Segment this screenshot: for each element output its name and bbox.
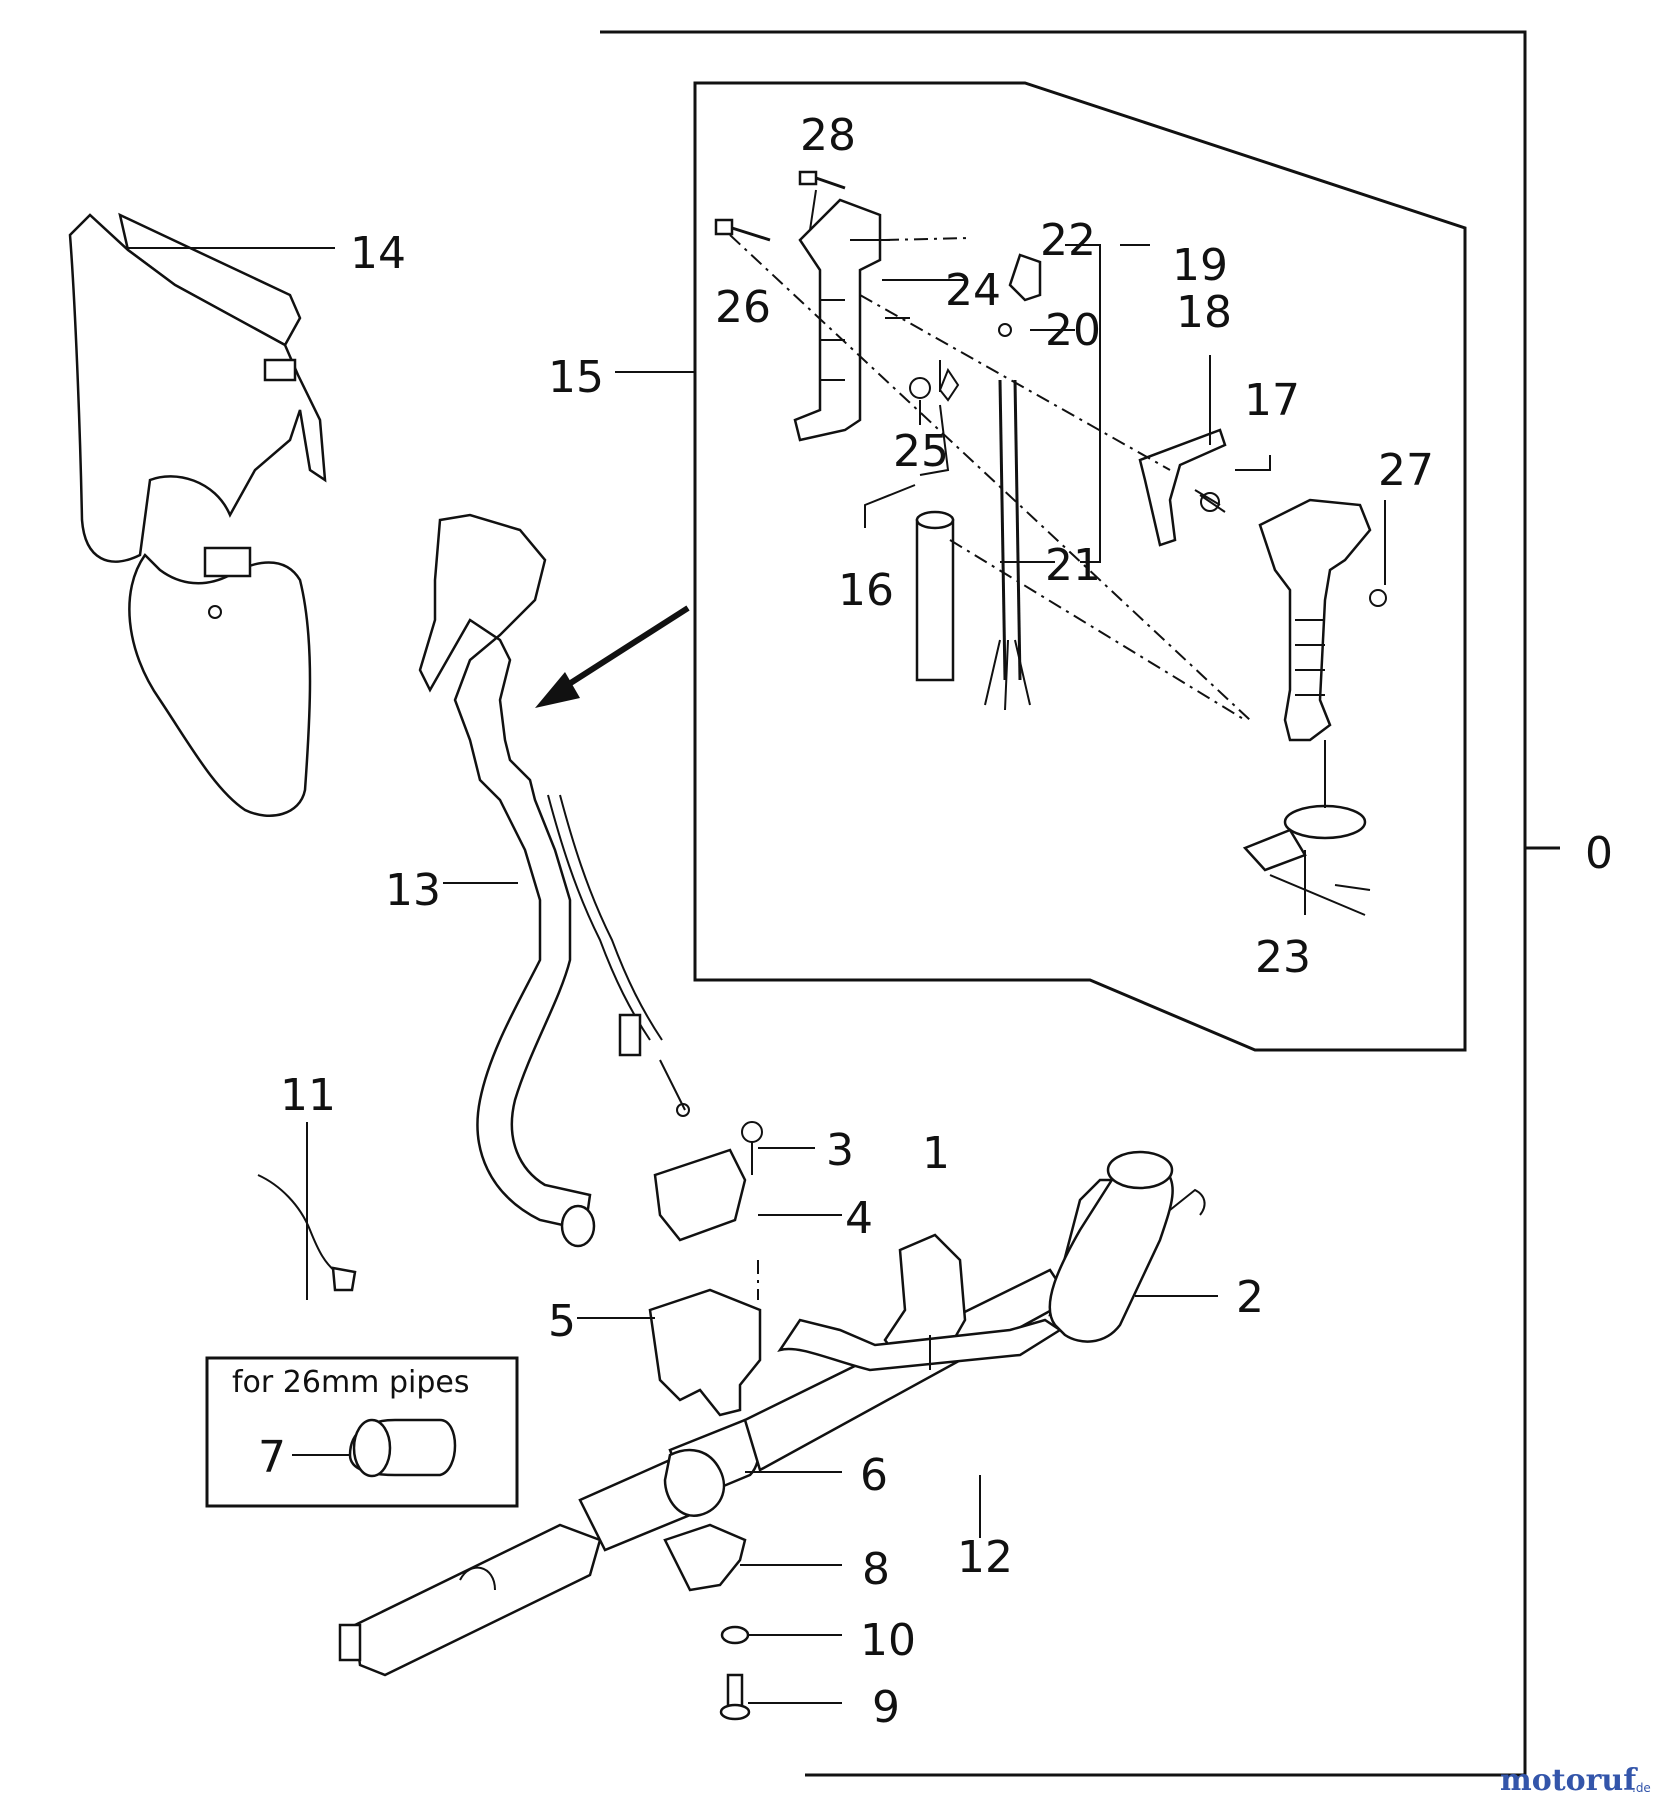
part-label-12: 12 (957, 1532, 1013, 1583)
part-label-11: 11 (280, 1070, 336, 1121)
watermark-suffix: .de (1632, 1781, 1651, 1795)
part-label-3: 3 (826, 1125, 854, 1176)
pointer-arrow (535, 605, 690, 708)
part-label-6: 6 (860, 1450, 888, 1501)
part-label-10: 10 (860, 1615, 916, 1666)
inset-parts-drawing (714, 170, 1387, 891)
part-label-9: 9 (872, 1682, 900, 1733)
part-label-19: 19 (1172, 240, 1228, 291)
watermark-brand: motoruf (1500, 1763, 1638, 1798)
part-label-27: 27 (1378, 445, 1434, 496)
harness-drawing (68, 212, 327, 817)
leader-lines (125, 189, 1386, 1704)
part-labels: 0 1 2 3 4 5 6 7 8 9 10 11 12 13 14 15 16… (258, 110, 1613, 1733)
part-label-16: 16 (838, 565, 894, 616)
part-label-28: 28 (800, 110, 856, 161)
note-box-label: for 26mm pipes (232, 1365, 469, 1400)
note-box (205, 1356, 519, 1508)
inset-frame-15 (693, 81, 1467, 1052)
part-label-22: 22 (1040, 215, 1096, 266)
part-label-5: 5 (548, 1296, 576, 1347)
part-label-17: 17 (1244, 375, 1300, 426)
part-label-21: 21 (1045, 540, 1101, 591)
handle-13-drawing (418, 513, 690, 1248)
part-label-0: 0 (1585, 828, 1613, 879)
part-label-15: 15 (548, 352, 604, 403)
part-label-1: 1 (922, 1128, 950, 1179)
part-label-23: 23 (1255, 932, 1311, 983)
part-label-25: 25 (893, 426, 949, 477)
part-label-18: 18 (1176, 287, 1232, 338)
assembly-bracket-0 (600, 30, 1560, 1777)
part-label-20: 20 (1045, 305, 1101, 356)
part-label-13: 13 (385, 865, 441, 916)
lower-assembly-drawing (257, 1121, 1206, 1721)
part-label-7: 7 (258, 1432, 286, 1483)
part-label-24: 24 (945, 265, 1001, 316)
part-label-2: 2 (1236, 1272, 1264, 1323)
part-label-8: 8 (862, 1544, 890, 1595)
part-label-14: 14 (350, 228, 406, 279)
part-label-4: 4 (845, 1193, 873, 1244)
part-label-26: 26 (715, 282, 771, 333)
